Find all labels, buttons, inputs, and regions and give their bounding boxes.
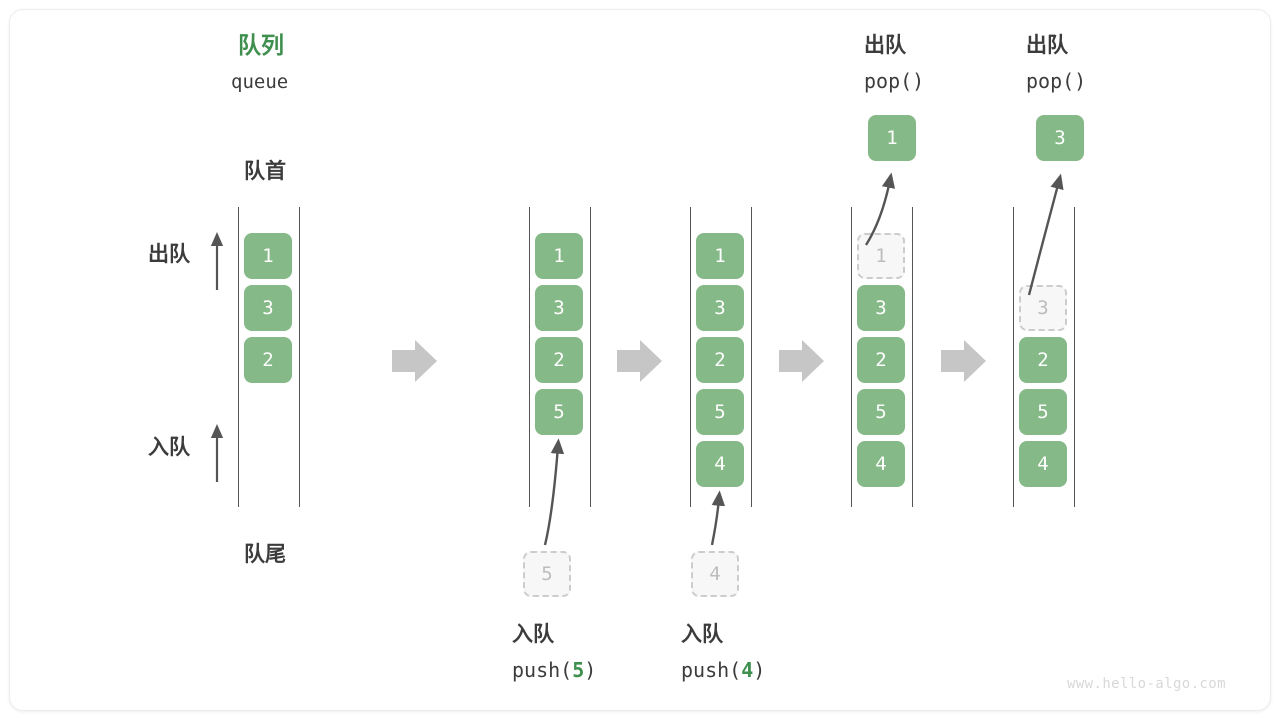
enqueue-side-label: 入队 <box>148 435 190 459</box>
pop3-label-cn: 出队 <box>1026 33 1068 57</box>
queue-cell-new: 5 <box>535 389 583 435</box>
queue-cell: 5 <box>1019 389 1067 435</box>
push5-label-cn: 入队 <box>512 622 554 646</box>
rear-label: 队尾 <box>244 542 286 566</box>
watermark: www.hello-algo.com <box>1067 676 1226 692</box>
queue-cell-new: 4 <box>696 441 744 487</box>
pop3-label-code: pop() <box>1026 69 1087 93</box>
rail-left <box>529 207 530 507</box>
pop1-label-code: pop() <box>864 69 925 93</box>
queue-cell: 1 <box>535 233 583 279</box>
queue-title-cn: 队列 <box>238 33 284 59</box>
rail-left <box>690 207 691 507</box>
queue-cell: 5 <box>696 389 744 435</box>
queue-cell: 2 <box>535 337 583 383</box>
queue-cell: 3 <box>535 285 583 331</box>
popped-cell: 1 <box>868 115 916 161</box>
pop1-label-cn: 出队 <box>864 33 906 57</box>
queue-cell: 4 <box>1019 441 1067 487</box>
queue-cell: 3 <box>696 285 744 331</box>
rail-left <box>238 207 239 507</box>
rail-left <box>1013 207 1014 507</box>
push5-label-code: push(5) <box>512 660 596 680</box>
push5-code-prefix: push( <box>512 658 573 682</box>
queue-cell: 3 <box>857 285 905 331</box>
incoming-ghost-cell: 5 <box>523 551 571 597</box>
queue-cell: 1 <box>696 233 744 279</box>
push5-code-arg: 5 <box>572 658 585 682</box>
figure-card <box>9 9 1271 711</box>
queue-cell: 2 <box>857 337 905 383</box>
queue-cell: 4 <box>857 441 905 487</box>
push4-code-suffix: ) <box>753 658 766 682</box>
queue-cell: 2 <box>244 337 292 383</box>
push5-code-suffix: ) <box>584 658 597 682</box>
queue-cell: 2 <box>696 337 744 383</box>
queue-cell-ghost: 3 <box>1019 285 1067 331</box>
push4-label-code: push(4) <box>681 660 765 680</box>
popped-cell: 3 <box>1036 115 1084 161</box>
dequeue-side-label: 出队 <box>148 242 190 266</box>
rail-right <box>299 207 300 507</box>
rail-right <box>751 207 752 507</box>
queue-cell: 5 <box>857 389 905 435</box>
queue-cell: 2 <box>1019 337 1067 383</box>
queue-cell: 3 <box>244 285 292 331</box>
push4-label-cn: 入队 <box>681 622 723 646</box>
rail-right <box>912 207 913 507</box>
front-label: 队首 <box>244 159 286 183</box>
push4-code-prefix: push( <box>681 658 742 682</box>
rail-right <box>590 207 591 507</box>
rail-left <box>851 207 852 507</box>
push4-code-arg: 4 <box>741 658 754 682</box>
queue-cell-ghost: 1 <box>857 233 905 279</box>
incoming-ghost-cell: 4 <box>691 551 739 597</box>
rail-right <box>1074 207 1075 507</box>
queue-title-en: queue <box>231 71 289 93</box>
queue-cell: 1 <box>244 233 292 279</box>
